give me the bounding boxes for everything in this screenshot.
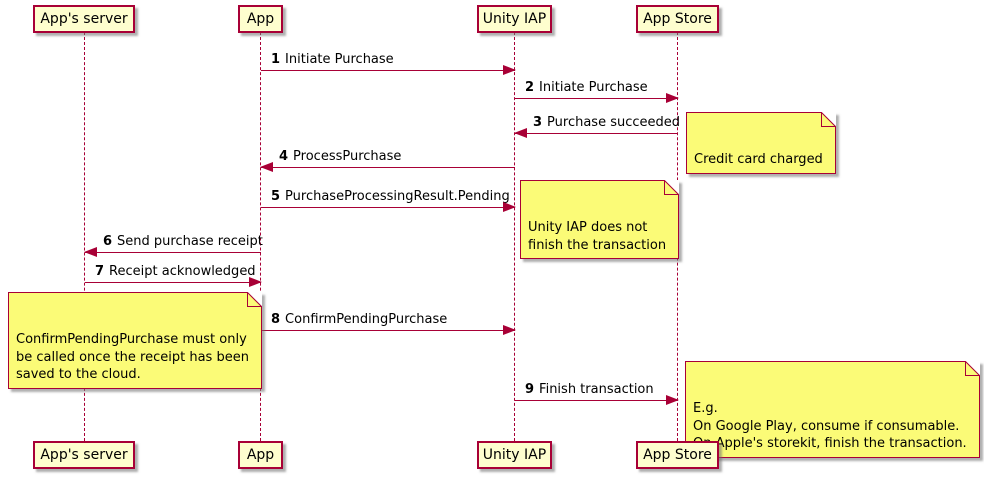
participant-bottom-app-store: App Store [636,441,719,469]
arrowhead-right-icon [666,93,679,103]
participant-bottom-app: App [238,441,283,469]
note-text: ConfirmPendingPurchase must only be call… [16,332,249,383]
participant-label: App's server [40,447,128,463]
note-confirm-pending-purchase: ConfirmPendingPurchase must only be call… [8,292,262,389]
participant-label: Unity IAP [482,447,547,463]
participant-label: App Store [643,447,712,463]
arrowhead-right-icon [503,325,516,335]
participant-label: App [246,11,275,27]
participant-label: App Store [643,11,712,27]
arrowhead-right-icon [666,395,679,405]
participant-bottom-unity-iap: Unity IAP [477,441,552,469]
participant-bottom-apps-server: App's server [33,441,135,469]
arrowhead-right-icon [249,277,262,287]
note-fold-icon [820,112,836,127]
arrowhead-left-icon [260,162,273,172]
arrowhead-right-icon [503,202,516,212]
participant-top-unity-iap: Unity IAP [477,5,552,33]
note-finish-transaction-eg: E.g. On Google Play, consume if consumab… [685,361,980,458]
note-credit-card-charged: Credit card charged [686,112,836,174]
participant-label: App's server [40,11,128,27]
lifeline-apps-server [84,32,85,441]
note-fold-icon [964,361,980,376]
participant-label: App [246,447,275,463]
participant-top-app: App [238,5,283,33]
lifeline-unity-iap [514,32,515,441]
note-fold-icon [246,292,262,307]
note-text: Credit card charged [694,152,823,168]
participant-label: Unity IAP [482,11,547,27]
participant-top-apps-server: App's server [33,5,135,33]
note-text: Unity IAP does not finish the transactio… [528,220,667,253]
arrowhead-right-icon [503,65,516,75]
arrowhead-left-icon [514,128,527,138]
note-text: E.g. On Google Play, consume if consumab… [693,401,967,452]
note-unity-iap-transaction: Unity IAP does not finish the transactio… [520,180,680,260]
note-fold-icon [664,180,680,195]
participant-top-app-store: App Store [636,5,719,33]
arrowhead-left-icon [84,247,97,257]
lifeline-app [260,32,261,441]
